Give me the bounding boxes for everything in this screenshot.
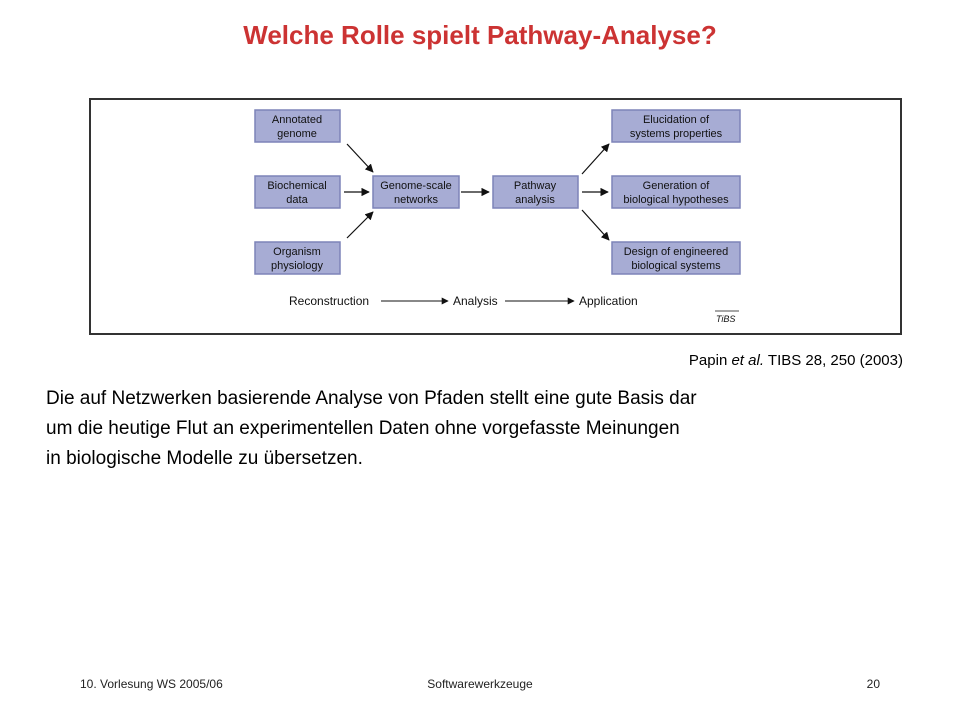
pathway-diagram: Annotated genome Biochemical data Organi… — [89, 98, 902, 335]
slide-title: Welche Rolle spielt Pathway-Analyse? — [243, 20, 717, 50]
node-pathway-analysis-line1: Pathway — [514, 180, 557, 192]
footer-page-number: 20 — [866, 677, 880, 691]
arrow-pathway-to-elucidation — [581, 143, 610, 175]
node-design-line1: Design of engineered — [624, 246, 729, 258]
node-elucidation: Elucidation of systems properties — [611, 109, 741, 143]
citation-authors: Papin — [688, 352, 728, 369]
node-annotated-genome-line2: genome — [277, 128, 317, 140]
node-design: Design of engineered biological systems — [611, 241, 741, 275]
node-genome-scale-networks: Genome-scale networks — [372, 175, 460, 209]
node-elucidation-line1: Elucidation of — [643, 114, 710, 126]
arrow-pathway-to-design — [581, 209, 610, 241]
node-generation-line2: biological hypotheses — [623, 194, 729, 206]
body-line: um die heutige Flut an experimentellen D… — [46, 418, 680, 439]
body-paragraph: Die auf Netzwerken basierende Analyse vo… — [46, 384, 906, 474]
node-generation-line1: Generation of — [643, 180, 711, 192]
node-pathway-analysis-line2: analysis — [515, 194, 555, 206]
node-organism-physiology-line1: Organism — [273, 246, 321, 258]
node-genome-scale-networks-line2: networks — [394, 194, 439, 206]
node-organism-physiology: Organism physiology — [254, 241, 341, 275]
arrow-annotated-to-networks — [346, 143, 374, 173]
node-genome-scale-networks-line1: Genome-scale — [380, 180, 452, 192]
node-annotated-genome: Annotated genome — [254, 109, 341, 143]
node-generation: Generation of biological hypotheses — [611, 175, 741, 209]
body-line: in biologische Modelle zu übersetzen. — [46, 448, 363, 469]
flow-application: Application — [579, 294, 638, 308]
footer-course: Softwarewerkzeuge — [427, 677, 533, 691]
citation: Papin et al. TIBS 28, 250 (2003) — [689, 352, 903, 369]
pathway-diagram-svg: Annotated genome Biochemical data Organi… — [254, 109, 741, 324]
node-biochemical-data: Biochemical data — [254, 175, 341, 209]
node-annotated-genome-line1: Annotated — [272, 114, 322, 126]
node-pathway-analysis: Pathway analysis — [492, 175, 579, 209]
flow-analysis: Analysis — [453, 294, 498, 308]
node-organism-physiology-line2: physiology — [271, 260, 323, 272]
citation-ref: TIBS 28, 250 (2003) — [767, 352, 903, 369]
node-biochemical-data-line1: Biochemical — [267, 180, 326, 192]
node-biochemical-data-line2: data — [286, 194, 308, 206]
tibs-logo: TiBS — [716, 314, 735, 324]
arrow-organism-to-networks — [346, 211, 374, 239]
footer-lecture: 10. Vorlesung WS 2005/06 — [80, 677, 223, 691]
flow-reconstruction: Reconstruction — [289, 294, 369, 308]
body-line: Die auf Netzwerken basierende Analyse vo… — [46, 388, 697, 409]
citation-etal: et al. — [731, 352, 764, 369]
node-design-line2: biological systems — [631, 260, 721, 272]
node-elucidation-line2: systems properties — [630, 128, 723, 140]
